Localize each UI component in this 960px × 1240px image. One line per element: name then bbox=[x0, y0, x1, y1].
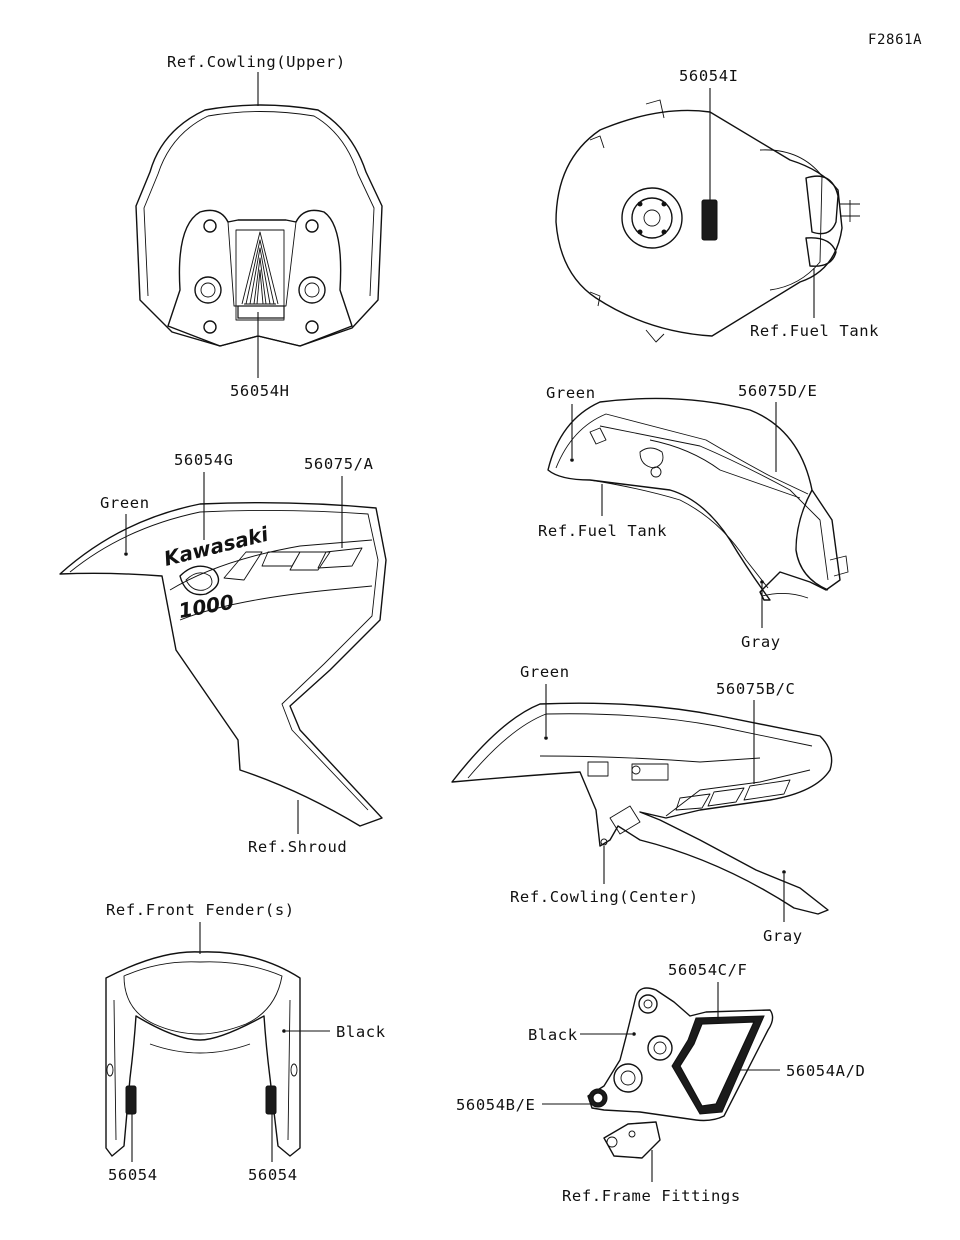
part-56075a-label: 56075/A bbox=[304, 455, 374, 473]
ref-cowling-upper-label: Ref.Cowling(Upper) bbox=[167, 53, 346, 71]
gray-tank-label: Gray bbox=[741, 633, 781, 651]
ref-frame-fittings-label: Ref.Frame Fittings bbox=[562, 1187, 741, 1205]
part-56054ad-label: 56054A/D bbox=[786, 1062, 865, 1080]
shroud-drawing: Kawasaki 1000 bbox=[59, 501, 387, 827]
gray-cowling-label: Gray bbox=[763, 927, 803, 945]
part-56054be-label: 56054B/E bbox=[456, 1096, 535, 1114]
black-fender-label: Black bbox=[336, 1023, 386, 1041]
upper-cowling-drawing bbox=[135, 104, 383, 347]
upper-cowling-stripes bbox=[241, 231, 279, 305]
green-tank-label: Green bbox=[546, 384, 596, 402]
tank-cover-drawing bbox=[547, 397, 849, 601]
gray-tank-dot bbox=[760, 580, 764, 584]
part-56054-left-label: 56054 bbox=[108, 1166, 158, 1184]
center-cowling-drawing bbox=[451, 702, 833, 915]
frame-fitting-drawing bbox=[587, 987, 774, 1159]
black-frame-dot bbox=[632, 1032, 636, 1036]
gray-cowling-dot bbox=[782, 870, 786, 874]
upper-cowling-logo-decal bbox=[237, 305, 285, 319]
fender-decal-right bbox=[265, 1085, 277, 1115]
black-frame-label: Black bbox=[528, 1026, 578, 1044]
part-56075bc-label: 56075B/C bbox=[716, 680, 795, 698]
ref-front-fender-label: Ref.Front Fender(s) bbox=[106, 901, 295, 919]
ref-cowling-center-label: Ref.Cowling(Center) bbox=[510, 888, 699, 906]
figure-id: F2861A bbox=[868, 32, 922, 48]
green-shroud-dot bbox=[124, 552, 128, 556]
part-56054i-label: 56054I bbox=[679, 67, 739, 85]
frame-fitting-decal-56054ad bbox=[679, 1021, 755, 1107]
part-56075de-label: 56075D/E bbox=[738, 382, 817, 400]
part-56054cf-label: 56054C/F bbox=[668, 961, 747, 979]
fender-decal-left bbox=[125, 1085, 137, 1115]
shroud-displacement-graphic: 1000 bbox=[177, 590, 236, 623]
part-56054-right-label: 56054 bbox=[248, 1166, 298, 1184]
front-fender-drawing bbox=[105, 951, 301, 1157]
black-fender-dot bbox=[282, 1029, 286, 1033]
ref-shroud-label: Ref.Shroud bbox=[248, 838, 347, 856]
part-56054h-label: 56054H bbox=[230, 382, 290, 400]
ref-fuel-tank-label-1: Ref.Fuel Tank bbox=[750, 322, 879, 340]
green-cowling-label: Green bbox=[520, 663, 570, 681]
ref-fuel-tank-label-2: Ref.Fuel Tank bbox=[538, 522, 667, 540]
green-cowling-dot bbox=[544, 736, 548, 740]
fuel-tank-decal-56054i bbox=[701, 199, 718, 241]
green-shroud-label: Green bbox=[100, 494, 150, 512]
part-56054g-label: 56054G bbox=[174, 451, 234, 469]
green-tank-dot bbox=[570, 458, 574, 462]
